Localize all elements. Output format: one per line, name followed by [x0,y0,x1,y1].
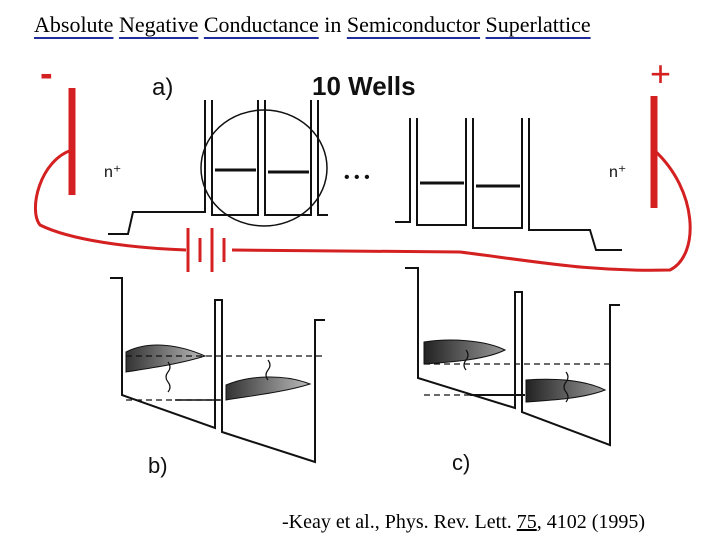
right-contact-label: n⁺ [609,164,626,181]
minus-sign: - [40,53,53,95]
title-word: Superlattice [485,12,591,37]
photon-wave [563,371,569,403]
circuit: - + [33,53,692,272]
circuit-wire [33,148,692,272]
battery-icon [186,228,226,272]
well-1-profile [110,277,325,464]
ellipsis: • • • [344,169,370,186]
left-contact-label: n⁺ [104,164,121,181]
electron-distribution [423,339,507,365]
band-profile-left [108,100,328,235]
photon-wave [463,349,469,371]
photon-wave [265,359,271,381]
panel-c-label: c) [452,450,470,475]
electron-distribution [225,376,312,401]
title-word: Conductance [203,12,319,37]
title-word: Semiconductor [346,12,481,37]
band-profile-right [395,118,622,251]
highlight-circle [200,109,328,227]
title-word: in [324,12,342,37]
citation-prefix: -Keay et al., Phys. Rev. Lett. [282,511,517,533]
panel-b-label: b) [148,453,168,478]
photon-wave [165,361,171,393]
panel-a: a) 10 Wells n⁺ n⁺ • • • [104,71,626,251]
slide-title: Absolute Negative Conductance in Semicon… [34,12,591,38]
panel-b: b) [110,277,325,478]
wells-count-label: 10 Wells [312,71,416,101]
citation: -Keay et al., Phys. Rev. Lett. 75, 4102 … [282,511,645,534]
electron-distribution [125,344,207,373]
panel-a-label: a) [152,74,173,101]
title-word: Negative [118,12,199,37]
panel-c: c) [405,267,620,475]
citation-volume: 75 [516,511,537,533]
title-word: Absolute [34,12,114,37]
citation-rest: , 4102 (1995) [536,511,646,533]
plus-sign: + [650,53,671,94]
well-2-profile [405,267,620,447]
